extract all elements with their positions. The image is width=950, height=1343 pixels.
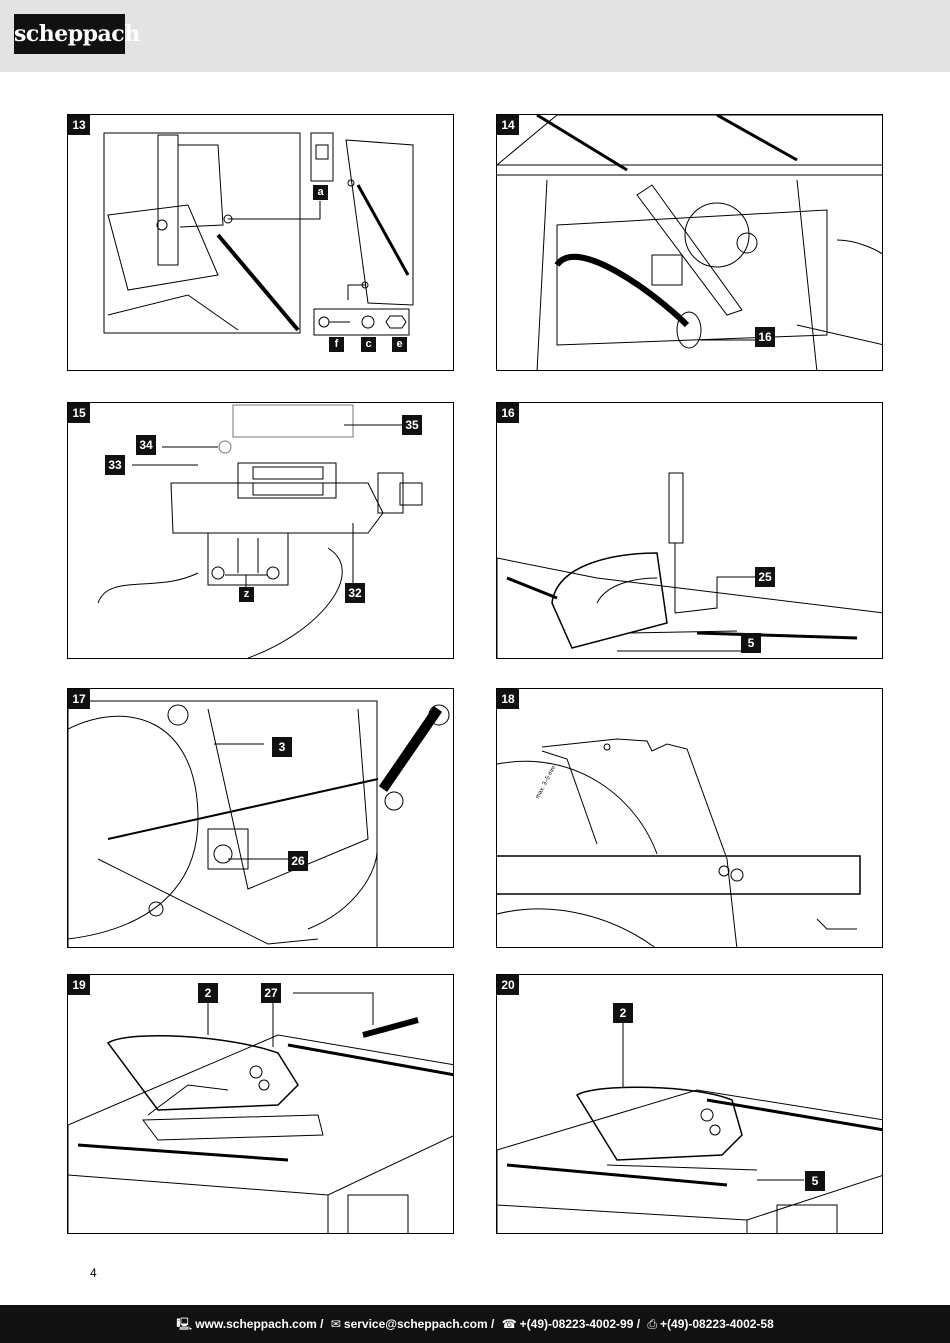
header-bar: scheppach: [0, 0, 950, 72]
footer-email-link[interactable]: service@scheppach.com /: [343, 1317, 495, 1331]
label-e: e: [392, 337, 407, 352]
figure-15-drawing: [97, 404, 423, 658]
figure-16-number: 16: [497, 403, 519, 423]
footer-bar: 🖳www.scheppach.com / ✉service@scheppach.…: [0, 1305, 950, 1343]
computer-icon: 🖳: [176, 1317, 193, 1331]
footer-web-link[interactable]: www.scheppach.com /: [195, 1317, 324, 1331]
figure-13-number: 13: [68, 115, 90, 135]
figure-17: 17 3 26: [67, 688, 454, 948]
label-35: 35: [402, 415, 422, 435]
mail-icon: ✉: [330, 1317, 341, 1331]
figure-19-drawing: [68, 992, 453, 1233]
label-3: 3: [272, 737, 292, 757]
figure-13-drawing: [103, 132, 414, 336]
figure-16: 16 25 5: [496, 402, 883, 659]
page-number: 4: [90, 1266, 97, 1280]
figure-15: 15 35 34 33 32 z: [67, 402, 454, 659]
label-5: 5: [741, 633, 761, 653]
figure-13: 13 a f c e: [67, 114, 454, 371]
label-25: 25: [755, 567, 775, 587]
footer-fax: +(49)-08223-4002-58: [660, 1317, 774, 1331]
figure-17-drawing: [68, 700, 450, 947]
figure-19: 19 2 27: [67, 974, 454, 1234]
label-c: c: [361, 337, 376, 352]
label-f: f: [329, 337, 344, 352]
label-16: 16: [755, 327, 775, 347]
label-26: 26: [288, 851, 308, 871]
label-5: 5: [805, 1171, 825, 1191]
label-2: 2: [613, 1003, 633, 1023]
fax-icon: ⎙: [647, 1317, 658, 1331]
figure-17-number: 17: [68, 689, 90, 709]
figure-16-drawing: [497, 472, 882, 658]
figure-18-drawing: [497, 738, 861, 947]
figure-20-number: 20: [497, 975, 519, 995]
label-32: 32: [345, 583, 365, 603]
figure-19-number: 19: [68, 975, 90, 995]
label-z: z: [239, 587, 254, 602]
label-a: a: [313, 185, 328, 200]
figure-14-number: 14: [497, 115, 519, 135]
brand-logo: scheppach: [14, 14, 140, 54]
figure-18: 18 max. 3–5 mm: [496, 688, 883, 948]
figure-18-number: 18: [497, 689, 519, 709]
figure-14-drawing: [497, 115, 882, 370]
figure-20-drawing: [497, 1021, 882, 1233]
label-33: 33: [105, 455, 125, 475]
figure-15-number: 15: [68, 403, 90, 423]
label-2: 2: [198, 983, 218, 1003]
footer-phone: +(49)-08223-4002-99 /: [519, 1317, 641, 1331]
figure-20: 20 2 5: [496, 974, 883, 1234]
phone-icon: ☎: [501, 1317, 517, 1331]
label-27: 27: [261, 983, 281, 1003]
figure-14: 14 16: [496, 114, 883, 371]
label-34: 34: [136, 435, 156, 455]
